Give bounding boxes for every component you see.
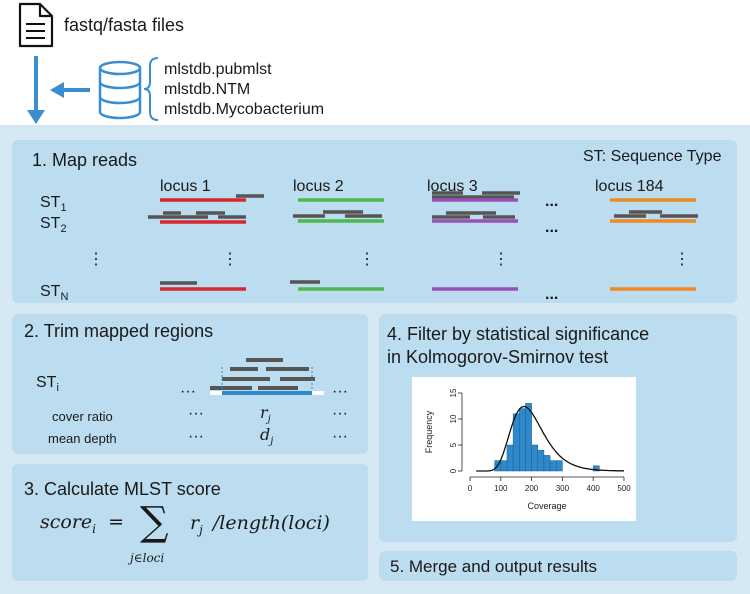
file-icon <box>18 2 54 48</box>
ellipsis-vertical: ⋮ <box>493 251 509 268</box>
fit-curve <box>476 405 625 472</box>
st-base: ST <box>40 283 61 300</box>
histogram-bar <box>500 460 508 472</box>
histogram-bar <box>519 408 526 472</box>
ellipsis: ··· <box>188 405 204 422</box>
step2-title: 2. Trim mapped regions <box>24 321 214 341</box>
ellipsis: ··· <box>332 428 348 445</box>
y-tick-label: 10 <box>449 414 458 423</box>
ellipsis-horizontal: ... <box>545 219 559 236</box>
st-row-label: ST1 <box>40 195 67 214</box>
step4-title-line1: 4. Filter by statistical significance <box>387 324 650 344</box>
y-axis-label: Frequency <box>424 410 434 453</box>
formula-rhs: rj /length(loci) <box>190 512 330 537</box>
ellipsis-vertical: ⋮ <box>88 251 104 268</box>
database-icon <box>98 60 142 120</box>
st-sub: N <box>60 291 69 304</box>
database-name: mlstdb.Mycobacterium <box>164 101 325 118</box>
histogram-bar <box>543 455 551 472</box>
x-tick-label: 100 <box>494 484 508 493</box>
st-row-label: STN <box>40 284 68 303</box>
ellipsis: ··· <box>188 428 204 445</box>
histogram-bar <box>537 449 545 472</box>
input-files-label: fastq/fasta files <box>64 15 185 35</box>
flow-down-arrow <box>27 56 45 124</box>
trim-graphic <box>210 358 324 395</box>
x-tick-label: 500 <box>617 484 631 493</box>
input-graphics <box>18 2 159 124</box>
locus-2-alignments <box>290 198 384 291</box>
formula-equals: = <box>108 511 124 533</box>
x-tick-label: 400 <box>587 484 601 493</box>
database-name: mlstdb.pubmlst <box>164 61 272 78</box>
database-name: mlstdb.NTM <box>164 81 251 98</box>
x-tick-label: 0 <box>468 484 473 493</box>
locus-label: locus 1 <box>160 178 211 195</box>
step1-legend: ST: Sequence Type <box>583 148 722 165</box>
locus-label: locus 3 <box>427 178 478 195</box>
db-to-flow-arrow <box>50 82 90 98</box>
ellipsis: ··· <box>332 383 348 400</box>
sum-symbol: ∑ <box>140 499 169 545</box>
locus-label: locus 184 <box>595 178 664 195</box>
x-tick-label: 200 <box>525 484 539 493</box>
histogram-bar <box>592 465 600 472</box>
ellipsis-vertical: ⋮ <box>674 251 690 268</box>
histogram-bar <box>512 413 520 472</box>
x-axis-label: Coverage <box>527 501 566 511</box>
histogram-bar <box>531 444 539 472</box>
step5-title: 5. Merge and output results <box>390 557 597 576</box>
histogram-bar <box>555 460 563 472</box>
metric-label: mean depth <box>48 431 117 446</box>
ellipsis-vertical: ⋮ <box>222 251 238 268</box>
score-formula: scorei = <box>40 513 130 535</box>
metric-var: dj <box>260 425 274 448</box>
panel-mlst-score <box>12 464 368 581</box>
sum-subscript: j∈loci <box>130 551 165 565</box>
metric-label: cover ratio <box>52 409 113 424</box>
y-tick-label: 15 <box>449 388 458 397</box>
ellipsis-horizontal: ... <box>545 286 559 303</box>
st-base: ST <box>40 194 61 211</box>
step4-title-line2: in Kolmogorov-Smirnov test <box>387 347 609 367</box>
st-sub: 2 <box>60 223 67 236</box>
st-base: ST <box>36 374 57 391</box>
ellipsis-horizontal: ... <box>545 193 559 210</box>
st-i-label: STi <box>36 375 59 394</box>
database-brace <box>143 57 159 121</box>
st-sub: 1 <box>60 202 67 215</box>
locus-1-alignments <box>148 194 264 291</box>
step3-title: 3. Calculate MLST score <box>24 479 221 499</box>
st-row-label: ST2 <box>40 216 67 235</box>
step1-title: 1. Map reads <box>32 150 138 170</box>
panel-trim-regions <box>12 314 368 454</box>
formula-lhs-sub: i <box>92 521 97 536</box>
locus-label: locus 2 <box>293 178 344 195</box>
x-tick-label: 300 <box>556 484 570 493</box>
ellipsis: ··· <box>180 383 196 400</box>
histogram-bar <box>506 444 514 472</box>
y-tick-label: 5 <box>449 442 458 447</box>
y-tick-label: 0 <box>449 468 458 473</box>
read-mapping-graphic <box>148 191 698 291</box>
locus-184-alignments <box>610 198 698 291</box>
st-base: ST <box>40 215 61 232</box>
ellipsis-vertical: ⋮ <box>359 251 375 268</box>
metric-var: rj <box>260 403 271 426</box>
formula-lhs: score <box>40 511 93 533</box>
panel-merge-output <box>379 551 737 581</box>
histogram-bar <box>525 403 532 472</box>
histogram-bar <box>549 460 557 472</box>
locus-3-alignments <box>432 191 520 291</box>
st-sub: i <box>56 382 59 395</box>
ellipsis: ··· <box>332 405 348 422</box>
